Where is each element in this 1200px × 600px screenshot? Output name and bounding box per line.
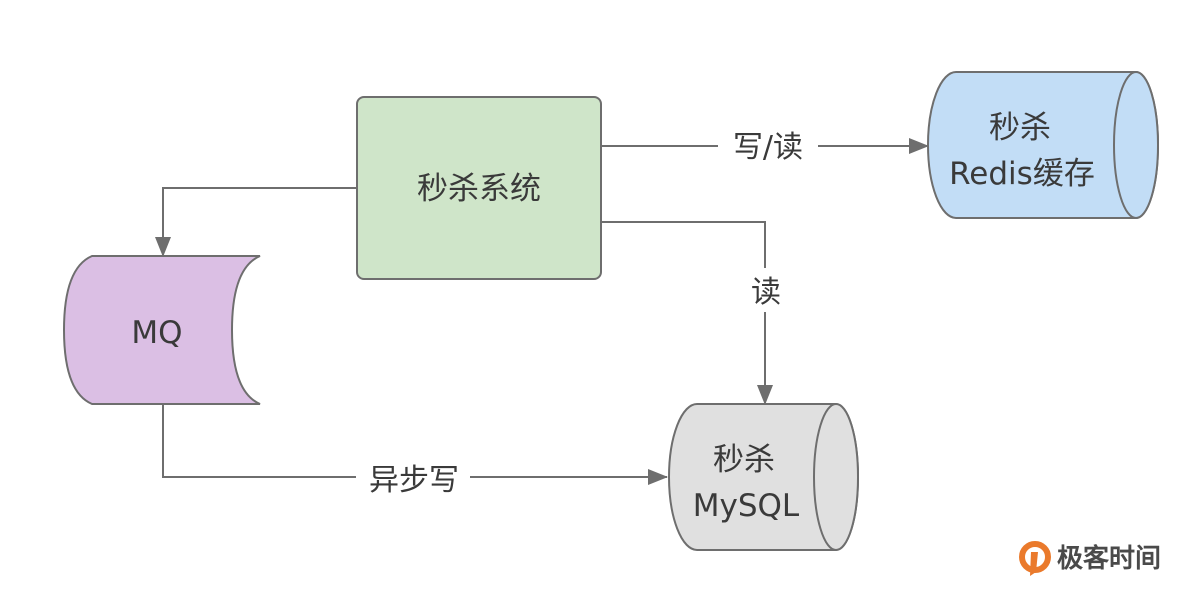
node-label-redis-line2: Redis缓存 bbox=[949, 156, 1095, 192]
node-label-seckill-system: 秒杀系统 bbox=[417, 171, 541, 207]
edge-mq-to-mysql: 异步写 bbox=[162, 404, 668, 498]
watermark-text: 极客时间 bbox=[1057, 543, 1161, 574]
edge-label-read: 读 bbox=[751, 275, 781, 310]
edge-label-write-read: 写/读 bbox=[733, 130, 803, 165]
node-mq: MQ bbox=[62, 255, 261, 405]
node-mysql: 秒杀 MySQL bbox=[668, 403, 859, 551]
node-label-mq: MQ bbox=[131, 315, 182, 351]
edge-system-to-mq bbox=[155, 187, 357, 257]
edge-system-to-redis: 写/读 bbox=[601, 130, 929, 165]
edge-system-to-mysql: 读 bbox=[601, 221, 781, 405]
node-label-mysql-line1: 秒杀 bbox=[713, 442, 775, 478]
geektime-logo-icon bbox=[1019, 541, 1051, 576]
watermark: 极客时间 bbox=[1019, 541, 1161, 576]
node-label-redis-line1: 秒杀 bbox=[989, 110, 1051, 146]
node-label-mysql-line2: MySQL bbox=[693, 488, 800, 524]
node-redis-cache: 秒杀 Redis缓存 bbox=[927, 71, 1159, 219]
node-seckill-system: 秒杀系统 bbox=[356, 96, 602, 280]
edge-label-async-write: 异步写 bbox=[369, 463, 459, 498]
